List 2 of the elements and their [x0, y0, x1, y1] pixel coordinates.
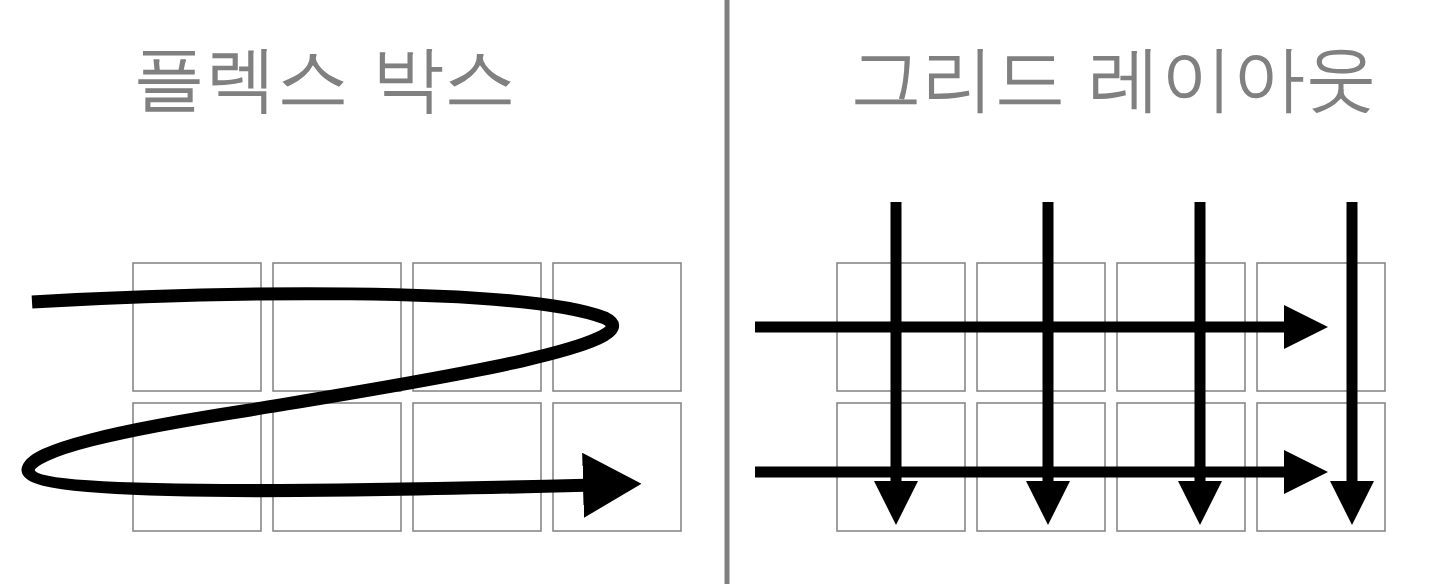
- section-title: 그리드 레이아웃: [850, 42, 1377, 114]
- section-title: 플렉스 박스: [133, 42, 516, 114]
